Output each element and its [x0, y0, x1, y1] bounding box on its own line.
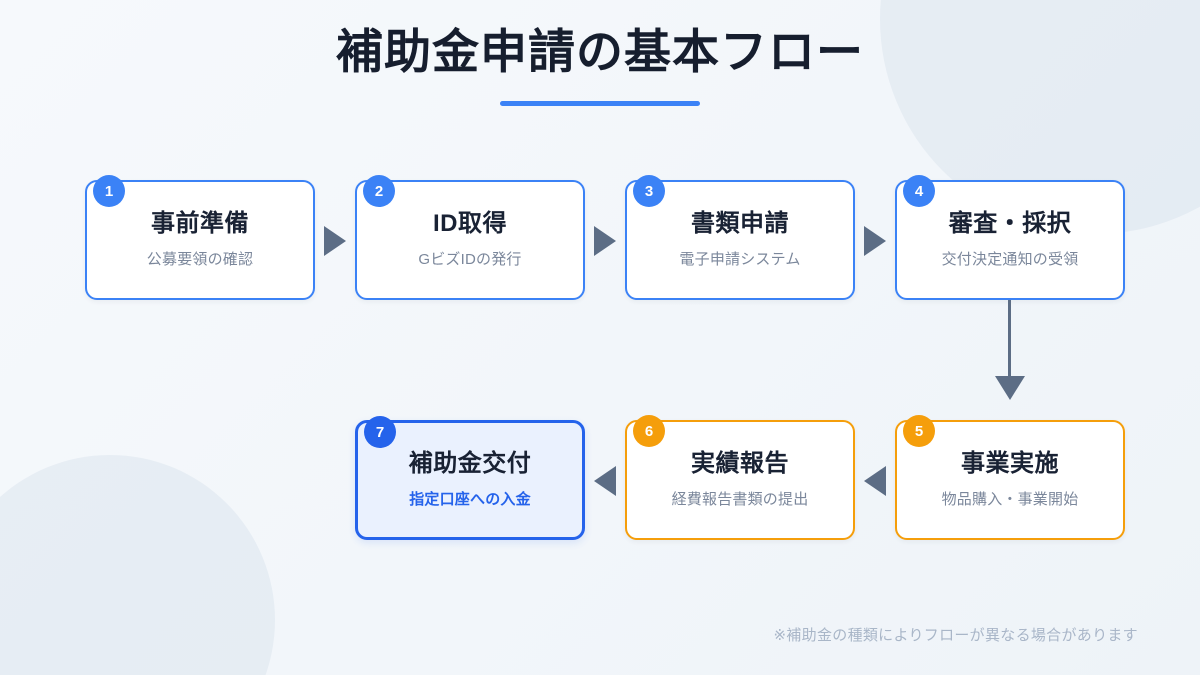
step-subtitle-2: GビズIDの発行 [418, 251, 522, 269]
step-card-4[interactable]: 4 審査・採択 交付決定通知の受領 [895, 175, 1125, 300]
footer-note: ※補助金の種類によりフローが異なる場合があります [773, 627, 1138, 644]
step-subtitle-1: 公募要領の確認 [146, 251, 254, 269]
step-badge-5: 5 [903, 415, 935, 447]
step-subtitle-4: 交付決定通知の受領 [941, 251, 1079, 269]
arrow-step3-to-step4 [864, 226, 886, 256]
step-badge-3: 3 [633, 175, 665, 207]
decorative-circle-bottom-left [0, 455, 275, 675]
arrow-step2-to-step3 [594, 226, 616, 256]
title-underline [500, 101, 700, 107]
arrow-step5-to-step6 [864, 466, 886, 496]
title-block: 補助金申請の基本フロー [0, 24, 1200, 107]
step-card-7[interactable]: 7 補助金交付 指定口座への入金 [355, 416, 585, 540]
step-badge-1: 1 [93, 175, 125, 207]
step-subtitle-7: 指定口座への入金 [409, 491, 531, 509]
step-title-3: 書類申請 [691, 209, 789, 237]
step-subtitle-5: 物品購入・事業開始 [941, 491, 1079, 509]
step-badge-2: 2 [363, 175, 395, 207]
step-badge-6: 6 [633, 415, 665, 447]
step-badge-4: 4 [903, 175, 935, 207]
step-badge-7: 7 [364, 416, 396, 448]
step-card-1[interactable]: 1 事前準備 公募要領の確認 [85, 175, 315, 300]
step-subtitle-3: 電子申請システム [679, 251, 801, 269]
step-title-5: 事業実施 [961, 449, 1059, 477]
page-title: 補助金申請の基本フロー [336, 25, 864, 78]
step-title-6: 実績報告 [691, 449, 789, 477]
step-card-6[interactable]: 6 実績報告 経費報告書類の提出 [625, 415, 855, 540]
step-card-3[interactable]: 3 書類申請 電子申請システム [625, 175, 855, 300]
arrow-step6-to-step7 [594, 466, 616, 496]
arrow-step4-to-step5-head [995, 376, 1025, 400]
step-card-2[interactable]: 2 ID取得 GビズIDの発行 [355, 175, 585, 300]
step-card-5[interactable]: 5 事業実施 物品購入・事業開始 [895, 415, 1125, 540]
arrow-step1-to-step2 [324, 226, 346, 256]
step-title-4: 審査・採択 [948, 209, 1072, 237]
step-title-2: ID取得 [433, 209, 507, 237]
step-subtitle-6: 経費報告書類の提出 [671, 491, 809, 509]
step-title-1: 事前準備 [151, 209, 249, 237]
step-title-7: 補助金交付 [408, 449, 532, 477]
arrow-step4-to-step5-line [1008, 300, 1011, 378]
